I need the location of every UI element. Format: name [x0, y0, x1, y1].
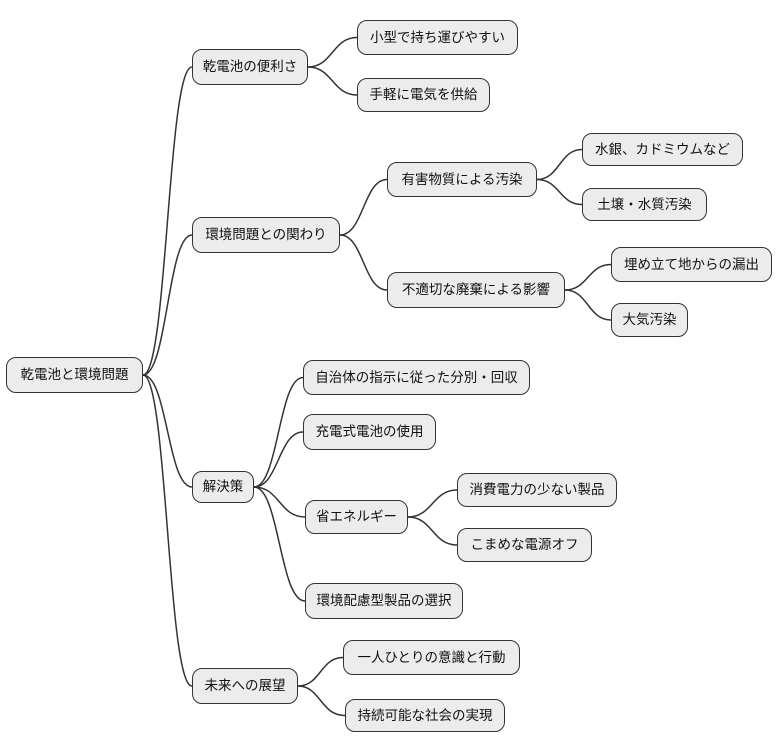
- node-mercury-cadmium: 水銀、カドミウムなど: [582, 133, 743, 166]
- edge-convenience-compact: [307, 36, 358, 68]
- node-air-pollution: 大気汚染: [611, 303, 688, 337]
- node-solutions: 解決策: [192, 471, 254, 503]
- edge-toxic-mercury: [536, 148, 583, 181]
- edge-disposal-landfill: [564, 263, 612, 291]
- edge-root-environment: [142, 234, 193, 376]
- node-improper-disposal: 不適切な廃棄による影響: [387, 272, 565, 308]
- node-soil-water-pollution: 土壌・水質汚染: [582, 188, 707, 221]
- node-landfill-leakage: 埋め立て地からの漏出: [611, 247, 772, 282]
- edge-root-convenience: [142, 66, 193, 376]
- edge-toxic-soil-water: [536, 178, 583, 206]
- node-future-outlook: 未来への展望: [192, 668, 298, 704]
- edge-environment-disposal: [339, 234, 388, 291]
- edge-future-awareness: [297, 656, 344, 687]
- node-eco-friendly-products: 環境配慮型製品の選択: [305, 583, 463, 619]
- edge-solutions-eco-products: [253, 486, 306, 602]
- node-environmental-issues: 環境問題との関わり: [192, 217, 340, 253]
- edge-root-future: [142, 374, 193, 687]
- node-toxic-pollution: 有害物質による汚染: [387, 162, 537, 197]
- edge-future-sustainable: [297, 685, 346, 717]
- edge-root-solutions: [142, 374, 193, 488]
- edge-energy-power-off: [407, 516, 458, 546]
- edge-energy-low-power: [407, 489, 458, 518]
- edge-solutions-sorting: [253, 376, 304, 488]
- node-frequent-power-off: こまめな電源オフ: [457, 528, 592, 562]
- node-root: 乾電池と環境問題: [6, 357, 143, 393]
- node-battery-convenience: 乾電池の便利さ: [192, 49, 308, 85]
- edge-disposal-air: [564, 289, 612, 321]
- node-low-power-products: 消費電力の少ない製品: [457, 473, 617, 507]
- edge-environment-toxic: [339, 178, 388, 236]
- node-compact-portable: 小型で持ち運びやすい: [357, 20, 518, 55]
- edge-convenience-easy-power: [307, 66, 358, 96]
- node-easy-power-supply: 手軽に電気を供給: [357, 78, 490, 112]
- node-sorting-collection: 自治体の指示に従った分別・回収: [303, 360, 530, 395]
- node-energy-saving: 省エネルギー: [305, 500, 408, 534]
- edge-solutions-energy-saving: [253, 486, 306, 518]
- node-sustainable-society: 持続可能な社会の実現: [345, 699, 505, 732]
- edge-solutions-rechargeable: [253, 431, 304, 488]
- node-individual-awareness: 一人ひとりの意識と行動: [343, 640, 520, 675]
- node-rechargeable-batteries: 充電式電池の使用: [303, 414, 436, 450]
